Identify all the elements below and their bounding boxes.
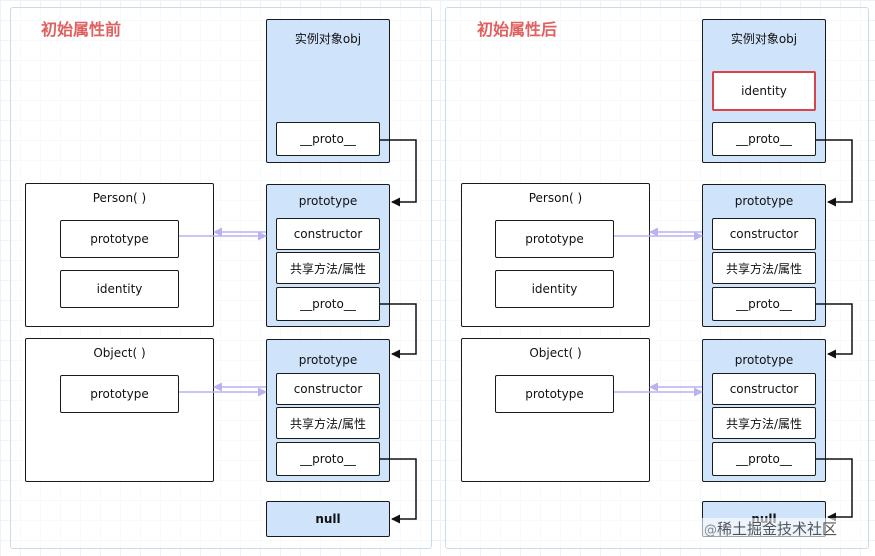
null-node: null	[266, 501, 390, 537]
object-proto-shared-field-after: 共享方法/属性	[712, 407, 816, 439]
panel-title-before: 初始属性前	[41, 20, 122, 39]
object-constructor-title-after: Object( )	[529, 346, 582, 360]
proto-link-person-to-object-after	[816, 303, 853, 359]
proto-link-object-to-null	[380, 458, 417, 524]
person-prototype-field-after: prototype	[495, 220, 614, 258]
proto-link-instance-to-person	[380, 139, 417, 207]
person-prototype-title-after: prototype	[734, 194, 794, 208]
person-proto-constructor-field-after: constructor	[712, 218, 816, 250]
object-proto-constructor-field: constructor	[276, 373, 380, 405]
instance-object-title: 实例对象obj	[294, 32, 362, 46]
object-proto-constructor-field-after: constructor	[712, 373, 816, 405]
watermark: @稀土掘金技术社区	[702, 518, 840, 539]
person-constructor-title-after: Person( )	[528, 191, 583, 205]
person-identity-field-after: identity	[495, 270, 614, 308]
instance-proto-field: __proto__	[276, 122, 380, 156]
object-prototype-title-after: prototype	[734, 353, 794, 367]
instance-proto-field-after: __proto__	[712, 122, 816, 156]
object-proto-proto-field: __proto__	[276, 442, 380, 476]
object-prototype-field-after: prototype	[495, 375, 614, 413]
person-proto-proto-field: __proto__	[276, 287, 380, 321]
watermark-text: 稀土掘金技术社区	[717, 520, 838, 538]
object-constructor-title: Object( )	[93, 346, 146, 360]
person-prototype-title: prototype	[298, 194, 358, 208]
null-label: null	[315, 512, 341, 526]
instance-object-title-after: 实例对象obj	[730, 32, 798, 46]
person-proto-proto-field-after: __proto__	[712, 287, 816, 321]
person-constructor-title: Person( )	[92, 191, 147, 205]
proto-link-object-to-null-after	[816, 458, 853, 522]
object-proto-shared-field: 共享方法/属性	[276, 407, 380, 439]
person-proto-shared-field: 共享方法/属性	[276, 252, 380, 284]
person-proto-shared-field-after: 共享方法/属性	[712, 252, 816, 284]
watermark-at: @	[704, 523, 717, 538]
object-proto-proto-field-after: __proto__	[712, 442, 816, 476]
proto-link-person-to-object	[380, 303, 417, 359]
person-identity-field: identity	[60, 270, 179, 308]
instance-identity-field-after: identity	[712, 71, 816, 111]
object-prototype-title: prototype	[298, 353, 358, 367]
person-prototype-field: prototype	[60, 220, 179, 258]
panel-title-after: 初始属性后	[477, 20, 558, 39]
person-proto-constructor-field: constructor	[276, 218, 380, 250]
object-prototype-field: prototype	[60, 375, 179, 413]
proto-link-instance-to-person-after	[816, 139, 853, 207]
